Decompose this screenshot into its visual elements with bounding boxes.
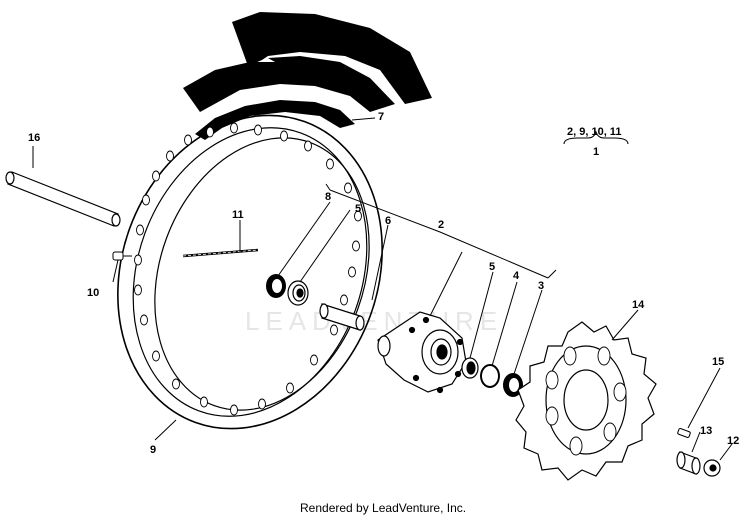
callout-6: 6 — [385, 215, 391, 227]
snap-ring[interactable] — [480, 364, 500, 388]
callout-11: 11 — [232, 209, 244, 221]
callout-4: 4 — [513, 270, 520, 282]
bearing-left[interactable] — [287, 280, 309, 306]
callout-9: 9 — [150, 444, 156, 456]
callout-3: 3 — [538, 280, 544, 292]
callout-12: 12 — [727, 435, 739, 447]
oil-seal-left[interactable] — [266, 274, 286, 298]
axle-nut[interactable] — [703, 459, 721, 477]
brake-disc-slots — [545, 346, 627, 456]
callout-5-right: 5 — [489, 261, 495, 273]
callout-16: 16 — [28, 132, 40, 144]
callout-1: 1 — [593, 146, 599, 158]
callout-10: 10 — [87, 287, 99, 299]
callout-5-left: 5 — [355, 203, 361, 215]
axle[interactable] — [5, 171, 121, 227]
callout-2: 2 — [438, 219, 444, 231]
rim-bolt[interactable] — [112, 251, 132, 261]
wheel-rim[interactable] — [75, 78, 425, 466]
footer-credit: Rendered by LeadVenture, Inc. — [300, 501, 466, 515]
callout-14: 14 — [632, 299, 645, 311]
disc-bolt[interactable] — [677, 428, 691, 438]
bearing-right[interactable] — [461, 357, 479, 379]
brake-disc[interactable] — [515, 321, 657, 481]
callout-13: 13 — [700, 425, 712, 437]
axle-collar[interactable] — [676, 451, 701, 475]
wheel-hub[interactable] — [377, 311, 467, 394]
rim-tape[interactable] — [183, 12, 432, 140]
spacer-collar[interactable] — [319, 303, 365, 331]
assembly-note: 2, 9, 10, 11 — [567, 126, 621, 138]
callout-15: 15 — [712, 356, 724, 368]
watermark-text: LEADVENTURE — [245, 306, 503, 336]
rim-spoke-holes — [134, 122, 362, 416]
callout-8: 8 — [325, 191, 331, 203]
callout-7: 7 — [378, 111, 384, 123]
spoke[interactable] — [182, 248, 259, 258]
leader-lines — [32, 117, 733, 461]
